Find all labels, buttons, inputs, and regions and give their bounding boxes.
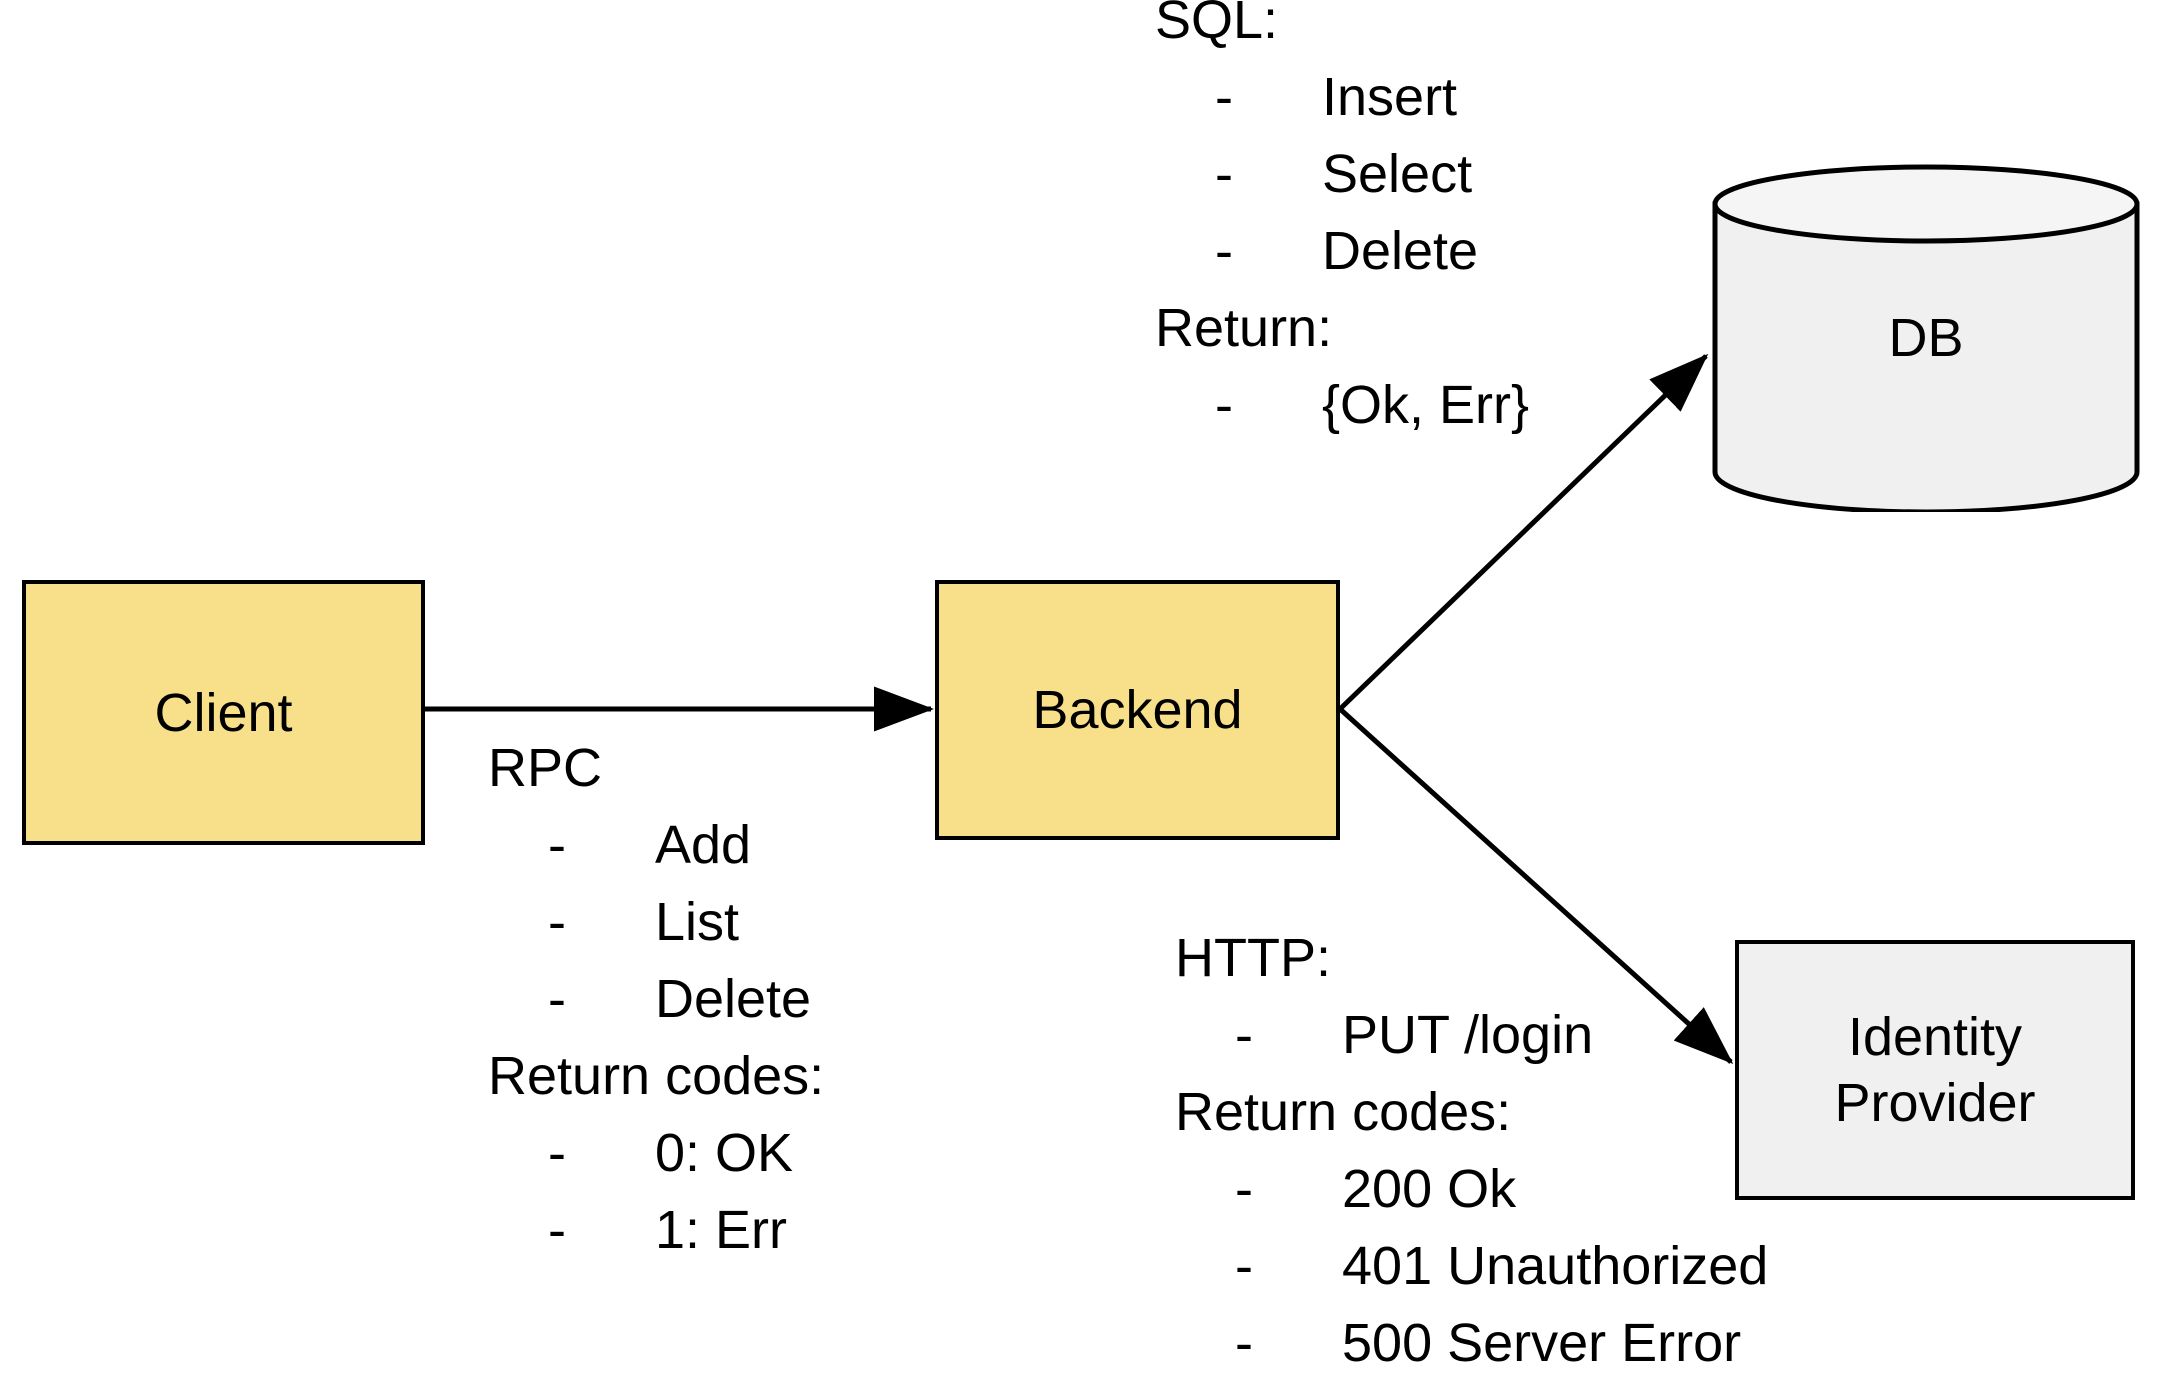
http-item: - 500 Server Error [1175,1305,1768,1382]
http-item-text: 500 Server Error [1342,1313,1742,1373]
bullet-dash: - [1215,221,1233,281]
bullet-dash: - [548,815,566,875]
http-item-text: PUT /login [1342,1005,1594,1065]
bullet-dash: - [1215,67,1233,127]
sql-heading: SQL: [1155,0,1279,50]
node-identity-provider-label: Identity Provider [1834,1007,2036,1133]
rpc-item-text: Delete [655,969,812,1029]
sql-item-text: Delete [1322,221,1479,281]
sql-item: - {Ok, Err} [1155,367,1529,444]
http-item: - PUT /login [1175,997,1768,1074]
rpc-item: - Delete [488,961,824,1038]
bullet-dash: - [1235,1313,1253,1373]
database-cylinder-icon [1712,164,2140,512]
sql-return-heading: Return: [1155,298,1333,358]
bullet-dash: - [1235,1005,1253,1065]
sql-item-text: Select [1322,144,1473,204]
rpc-item: - List [488,884,824,961]
rpc-return-heading: Return codes: [488,1046,825,1106]
rpc-item-text: 0: OK [655,1123,794,1183]
bullet-dash: - [548,1200,566,1260]
rpc-heading: RPC [488,738,603,798]
node-db-label: DB [1888,308,1964,368]
annotation-rpc: RPC - Add - List - Delete Return codes: - 0:… [488,730,824,1269]
http-item: - 401 Unauthorized [1175,1228,1768,1305]
rpc-item: - 1: Err [488,1192,824,1269]
http-item-text: 401 Unauthorized [1342,1236,1769,1296]
sql-item: - Delete [1155,213,1529,290]
http-return-heading: Return codes: [1175,1082,1512,1142]
node-db[interactable]: DB [1712,164,2140,512]
annotation-http: HTTP: -PUT /login Return codes: -200 Ok … [1175,920,1768,1382]
annotation-sql: SQL: - Insert - Select - Delete Return: - {O… [1155,0,1529,444]
rpc-item: - 0: OK [488,1115,824,1192]
http-item: - 200 Ok [1175,1151,1768,1228]
bullet-dash: - [1215,375,1233,435]
bullet-dash: - [1215,144,1233,204]
http-heading: HTTP: [1175,928,1331,988]
bullet-dash: - [548,969,566,1029]
node-client[interactable]: Client [22,580,425,845]
sql-item-text: Insert [1322,67,1458,127]
node-backend[interactable]: Backend [935,580,1340,840]
bullet-dash: - [1235,1159,1253,1219]
rpc-item: - Add [488,807,824,884]
node-backend-label: Backend [1032,680,1243,740]
rpc-item-text: List [655,892,740,952]
bullet-dash: - [548,892,566,952]
bullet-dash: - [1235,1236,1253,1296]
sql-item: - Insert [1155,59,1529,136]
http-item-text: 200 Ok [1342,1159,1517,1219]
sql-item: - Select [1155,136,1529,213]
node-client-label: Client [154,682,293,743]
rpc-item-text: 1: Err [655,1200,788,1260]
rpc-item-text: Add [655,815,752,875]
bullet-dash: - [548,1123,566,1183]
sql-item-text: {Ok, Err} [1322,375,1530,435]
node-identity-provider[interactable]: Identity Provider [1735,940,2135,1200]
